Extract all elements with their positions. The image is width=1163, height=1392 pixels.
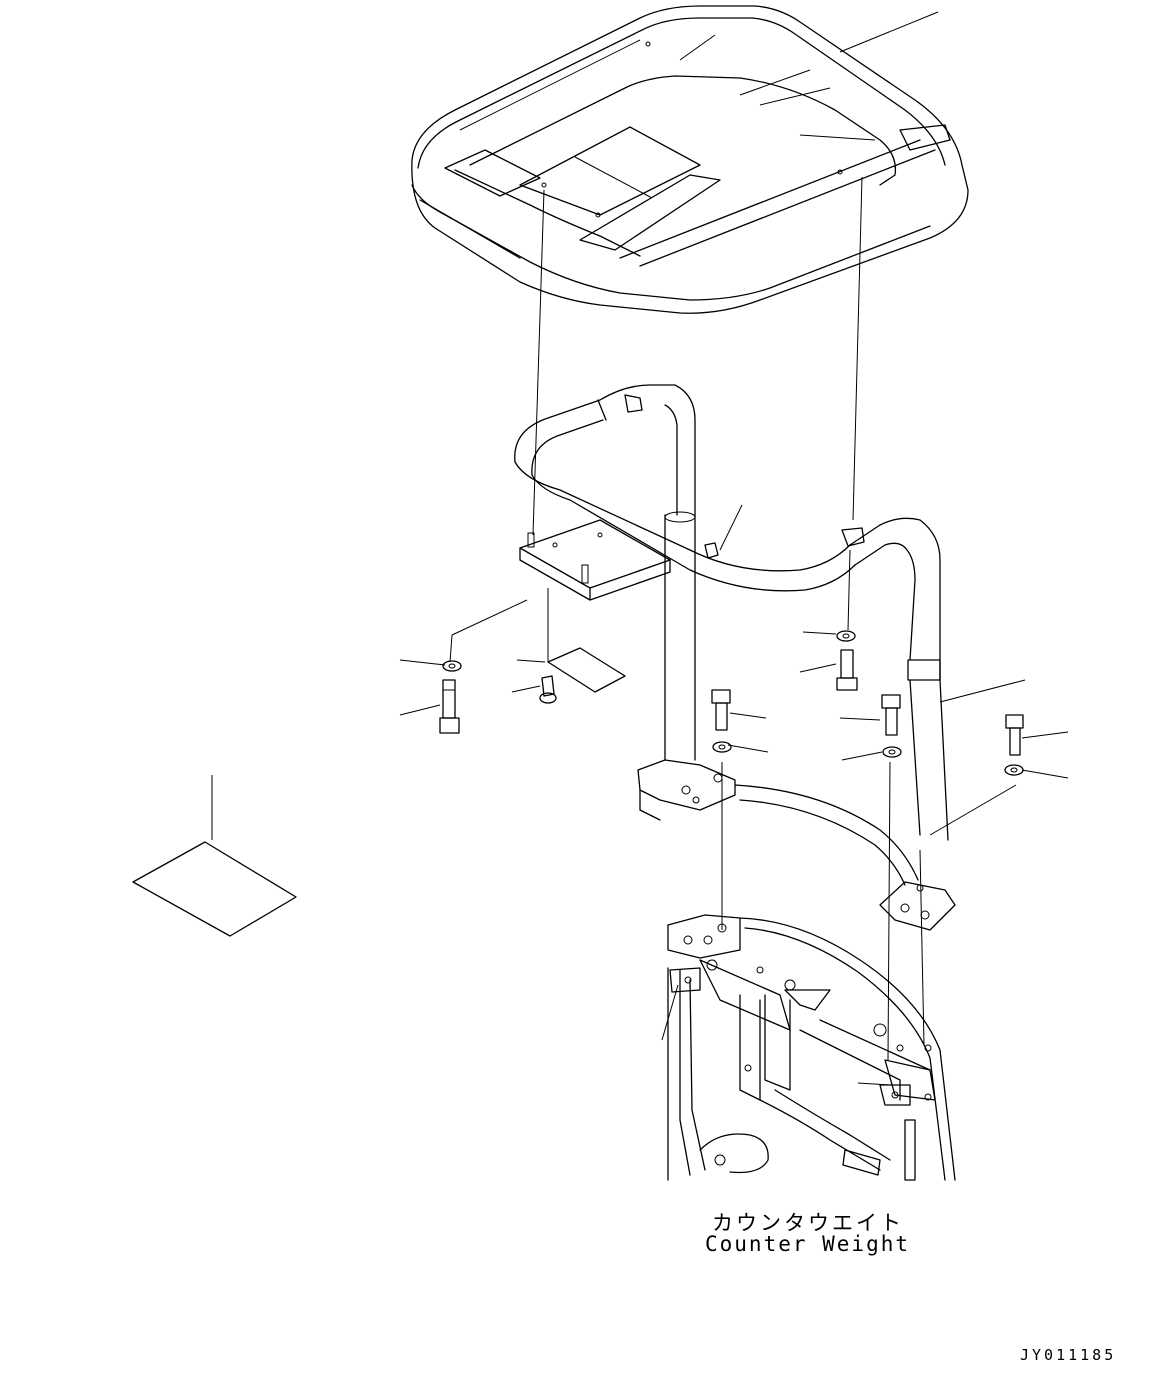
- rops-frame: [514, 384, 956, 931]
- leader-roof: [839, 11, 939, 53]
- axis-line-right: [852, 176, 863, 521]
- leader-lines: [211, 504, 1069, 1086]
- axis-line-left: [532, 189, 545, 536]
- counterweight-label-jp: カウンタウエイト: [712, 1211, 904, 1235]
- drawing-number: JY011185: [1020, 1346, 1117, 1364]
- fasteners: [132, 630, 1024, 1061]
- canopy-roof: [411, 5, 969, 314]
- counterweight-label-en: Counter Weight: [705, 1232, 911, 1256]
- counterweight-assembly: [667, 914, 956, 1181]
